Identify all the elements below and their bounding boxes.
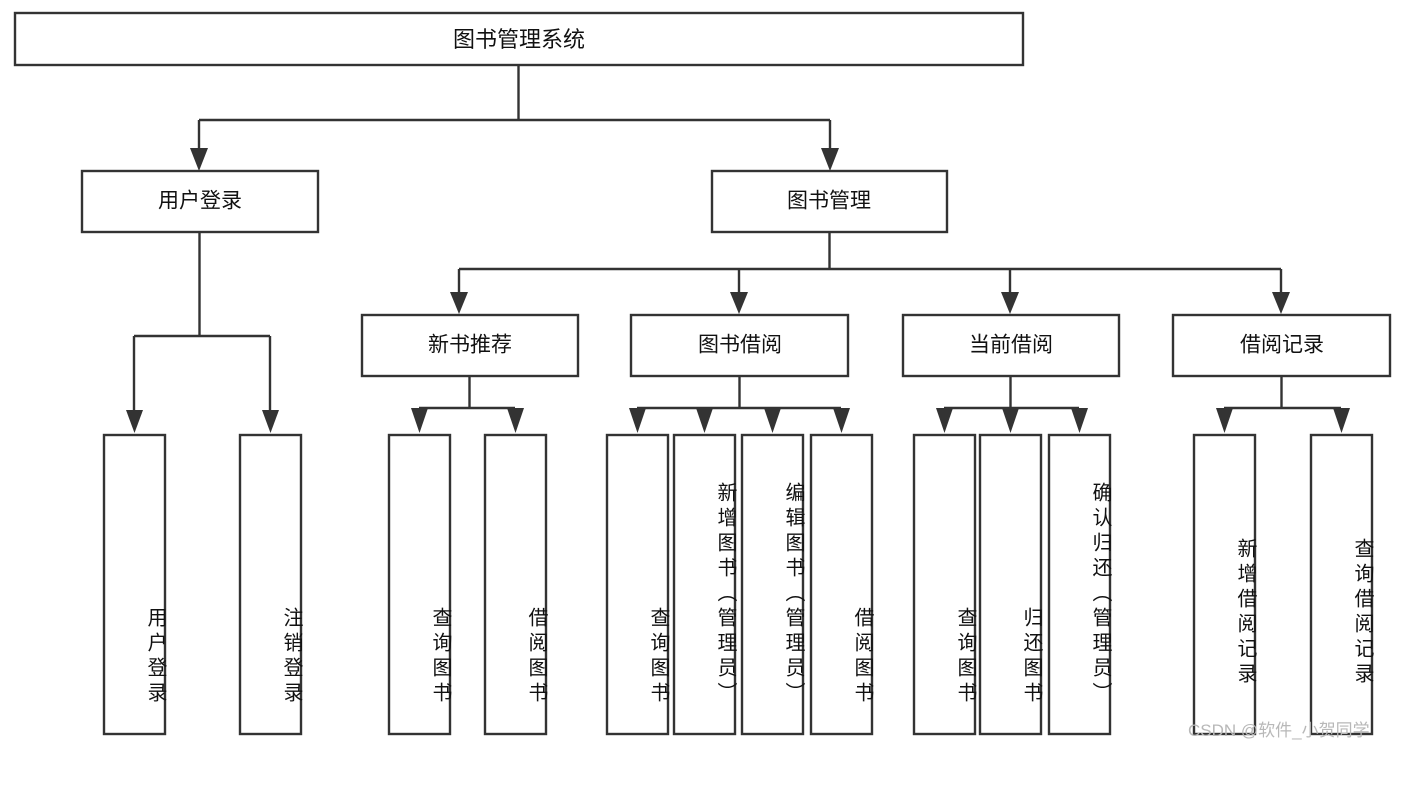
node-user-login-box[interactable] (80, 169, 320, 234)
node-current-borrow-box[interactable] (901, 313, 1121, 378)
leaf-box-borrow-record-1[interactable] (1309, 433, 1374, 736)
arrow-leaf-record-1 (1333, 408, 1350, 433)
arrow-leaf-current-1 (1002, 408, 1019, 433)
arrow-leaf-borrow-1 (696, 408, 713, 433)
csdn-watermark: CSDN @软件_小贺同学 (1188, 721, 1370, 740)
node-book-borrow-label: 图书借阅 (698, 334, 782, 357)
node-borrow-record[interactable]: 借阅记录 (1171, 313, 1392, 378)
flowchart-svg: 图书管理系统 用户登录 图书管理 新书推荐 图书借阅 当前借阅 借阅记录 (13, 11, 1392, 736)
arrow-leaf-newbook-1 (507, 408, 524, 433)
arrow-leaf-current-0 (936, 408, 953, 433)
node-new-book-recommend-box[interactable] (360, 313, 580, 378)
arrow-leaf-borrow-3 (833, 408, 850, 433)
node-current-borrow[interactable]: 当前借阅 (901, 313, 1121, 378)
arrow-borrow (730, 292, 748, 314)
arrow-leaf-current-2 (1071, 408, 1088, 433)
arrow-leaf-user-login-1 (262, 410, 279, 433)
flowchart-canvas: 图书管理系统 用户登录 图书管理 新书推荐 图书借阅 当前借阅 借阅记录 (13, 11, 1392, 740)
arrow-leaf-record-0 (1216, 408, 1233, 433)
arrow-leaf-borrow-0 (629, 408, 646, 433)
leaf-box-current-borrow-0[interactable] (912, 433, 977, 736)
leaf-box-user-login-0[interactable] (102, 433, 167, 736)
node-root-box[interactable] (13, 11, 1025, 67)
node-book-manage[interactable]: 图书管理 (710, 169, 949, 234)
arrow-leaf-borrow-2 (764, 408, 781, 433)
node-borrow-record-box[interactable] (1171, 313, 1392, 378)
leaf-box-book-borrow-1[interactable] (672, 433, 737, 736)
node-new-book-recommend[interactable]: 新书推荐 (360, 313, 580, 378)
arrow-current (1001, 292, 1019, 314)
node-root[interactable]: 图书管理系统 (13, 11, 1025, 67)
arrow-user-login (190, 148, 208, 171)
node-book-manage-label: 图书管理 (787, 190, 871, 213)
leaf-box-current-borrow-2[interactable] (1047, 433, 1112, 736)
leaf-box-new-book-0[interactable] (387, 433, 452, 736)
arrow-leaf-user-login-0 (126, 410, 143, 433)
arrow-leaf-newbook-0 (411, 408, 428, 433)
leaf-box-book-borrow-2[interactable] (740, 433, 805, 736)
node-book-borrow[interactable]: 图书借阅 (629, 313, 850, 378)
arrow-book-manage (821, 148, 839, 171)
connector-group (126, 65, 1350, 433)
leaf-box-new-book-1[interactable] (483, 433, 548, 736)
leaf-box-current-borrow-1[interactable] (978, 433, 1043, 736)
node-root-label: 图书管理系统 (453, 27, 585, 52)
node-new-book-recommend-label: 新书推荐 (428, 334, 512, 357)
leaf-box-book-borrow-0[interactable] (605, 433, 670, 736)
arrow-newbook (450, 292, 468, 314)
node-current-borrow-label: 当前借阅 (969, 334, 1053, 357)
leaf-box-book-borrow-3[interactable] (809, 433, 874, 736)
node-book-borrow-box[interactable] (629, 313, 850, 378)
leaf-box-borrow-record-0[interactable] (1192, 433, 1257, 736)
node-borrow-record-label: 借阅记录 (1240, 334, 1324, 357)
node-user-login[interactable]: 用户登录 (80, 169, 320, 234)
node-book-manage-box[interactable] (710, 169, 949, 234)
leaf-box-user-login-1[interactable] (238, 433, 303, 736)
arrow-record (1272, 292, 1290, 314)
node-user-login-label: 用户登录 (158, 190, 242, 213)
